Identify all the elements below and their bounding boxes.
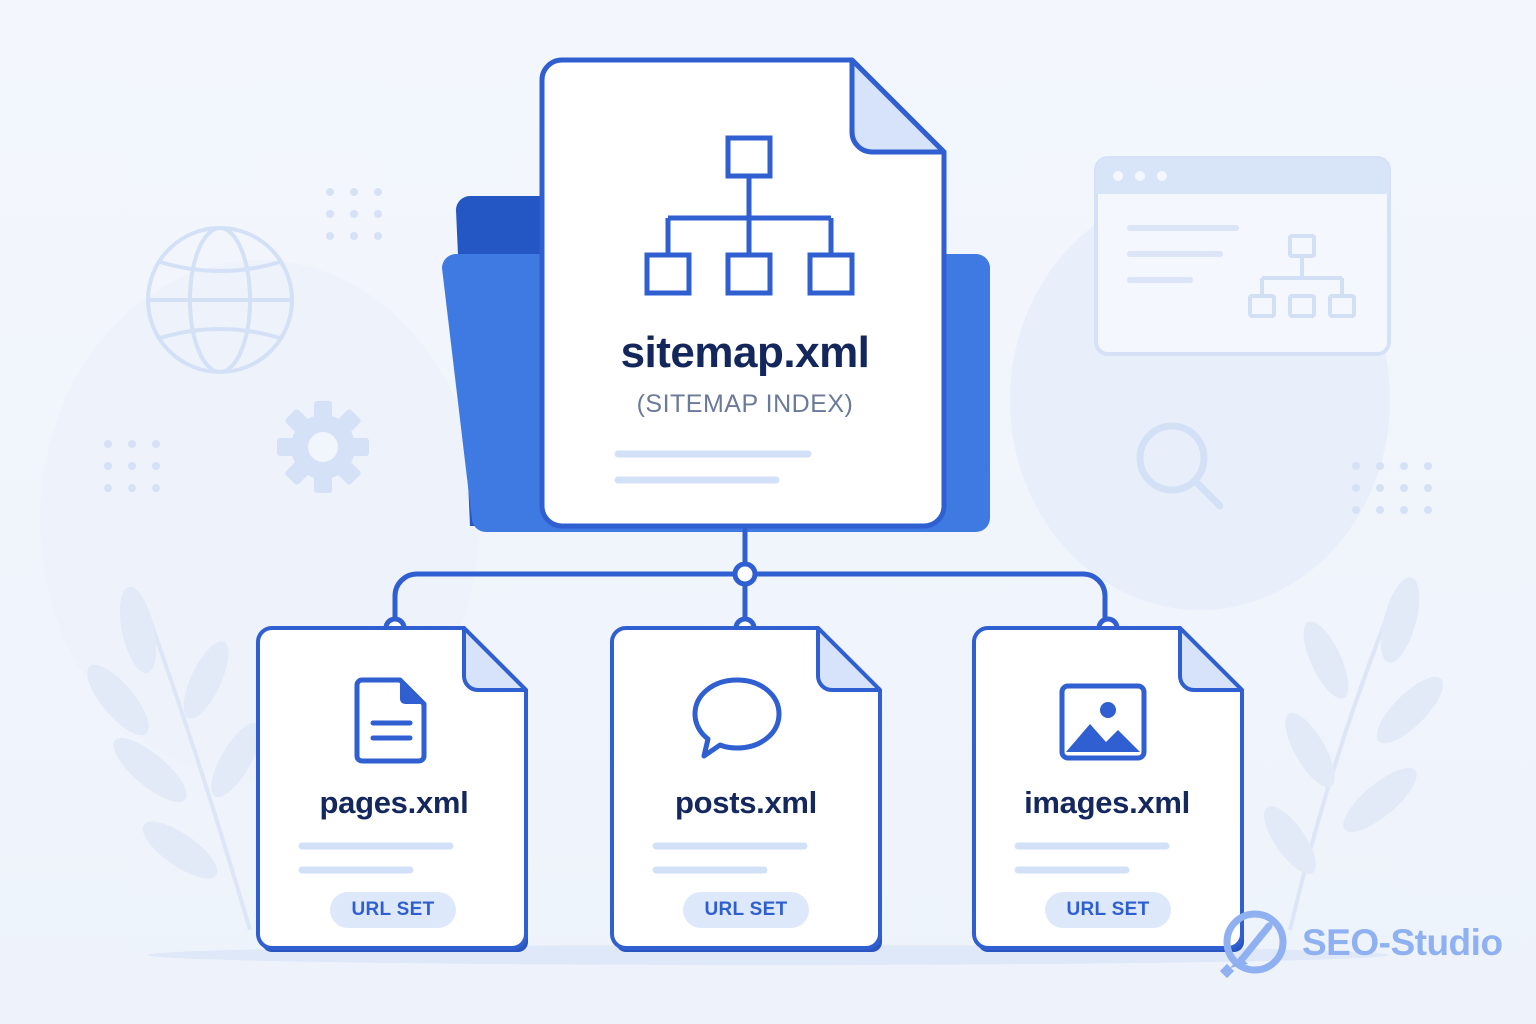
posts-url-set-badge: URL SET [683, 892, 809, 928]
pages-file-title: pages.xml [319, 785, 469, 820]
logo-icon [1219, 910, 1287, 979]
images-file-title: images.xml [1024, 785, 1190, 820]
magnifier-icon [1136, 422, 1224, 510]
leaf-decoration-left [87, 586, 261, 931]
sitemap-index-subtitle: (SITEMAP INDEX) [636, 390, 854, 418]
leaf-decoration-right [1263, 577, 1444, 931]
posts-file-card [610, 626, 882, 952]
globe-icon [146, 226, 294, 374]
gear-icon [277, 401, 369, 493]
pages-file-card [256, 626, 528, 952]
images-url-set-badge: URL SET [1045, 892, 1171, 928]
speech-bubble-icon [692, 677, 782, 759]
posts-file-title: posts.xml [674, 785, 817, 820]
brand-name: SEO-Studio [1302, 922, 1503, 963]
pages-url-set-badge: URL SET [330, 892, 456, 928]
image-icon [1059, 683, 1147, 761]
browser-window-illustration [1094, 156, 1391, 356]
sitemap-index-card [539, 57, 947, 529]
images-file-card [972, 626, 1244, 952]
document-icon [354, 677, 427, 764]
dot-grid-decoration [104, 188, 1432, 514]
sitemap-index-title: sitemap.xml [620, 328, 870, 377]
text-lines-placeholder [614, 450, 812, 484]
site-structure-icon [644, 135, 855, 296]
